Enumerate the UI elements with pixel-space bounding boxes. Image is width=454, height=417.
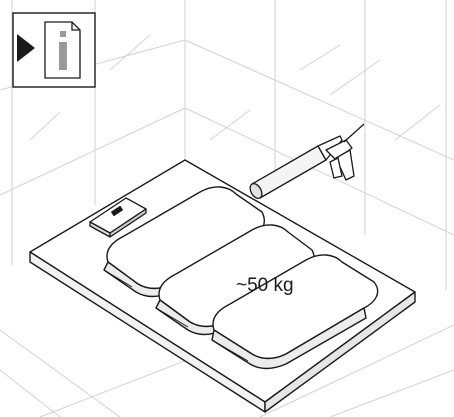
weight-label: ~50 kg (236, 275, 294, 296)
spirit-level-icon (89, 197, 147, 238)
weight-bag (103, 186, 379, 370)
info-document-icon (44, 21, 81, 79)
floor-tiles (0, 324, 454, 417)
info-box (12, 12, 96, 88)
triangle-pointer (17, 34, 35, 62)
caulking-gun-icon (249, 123, 365, 200)
